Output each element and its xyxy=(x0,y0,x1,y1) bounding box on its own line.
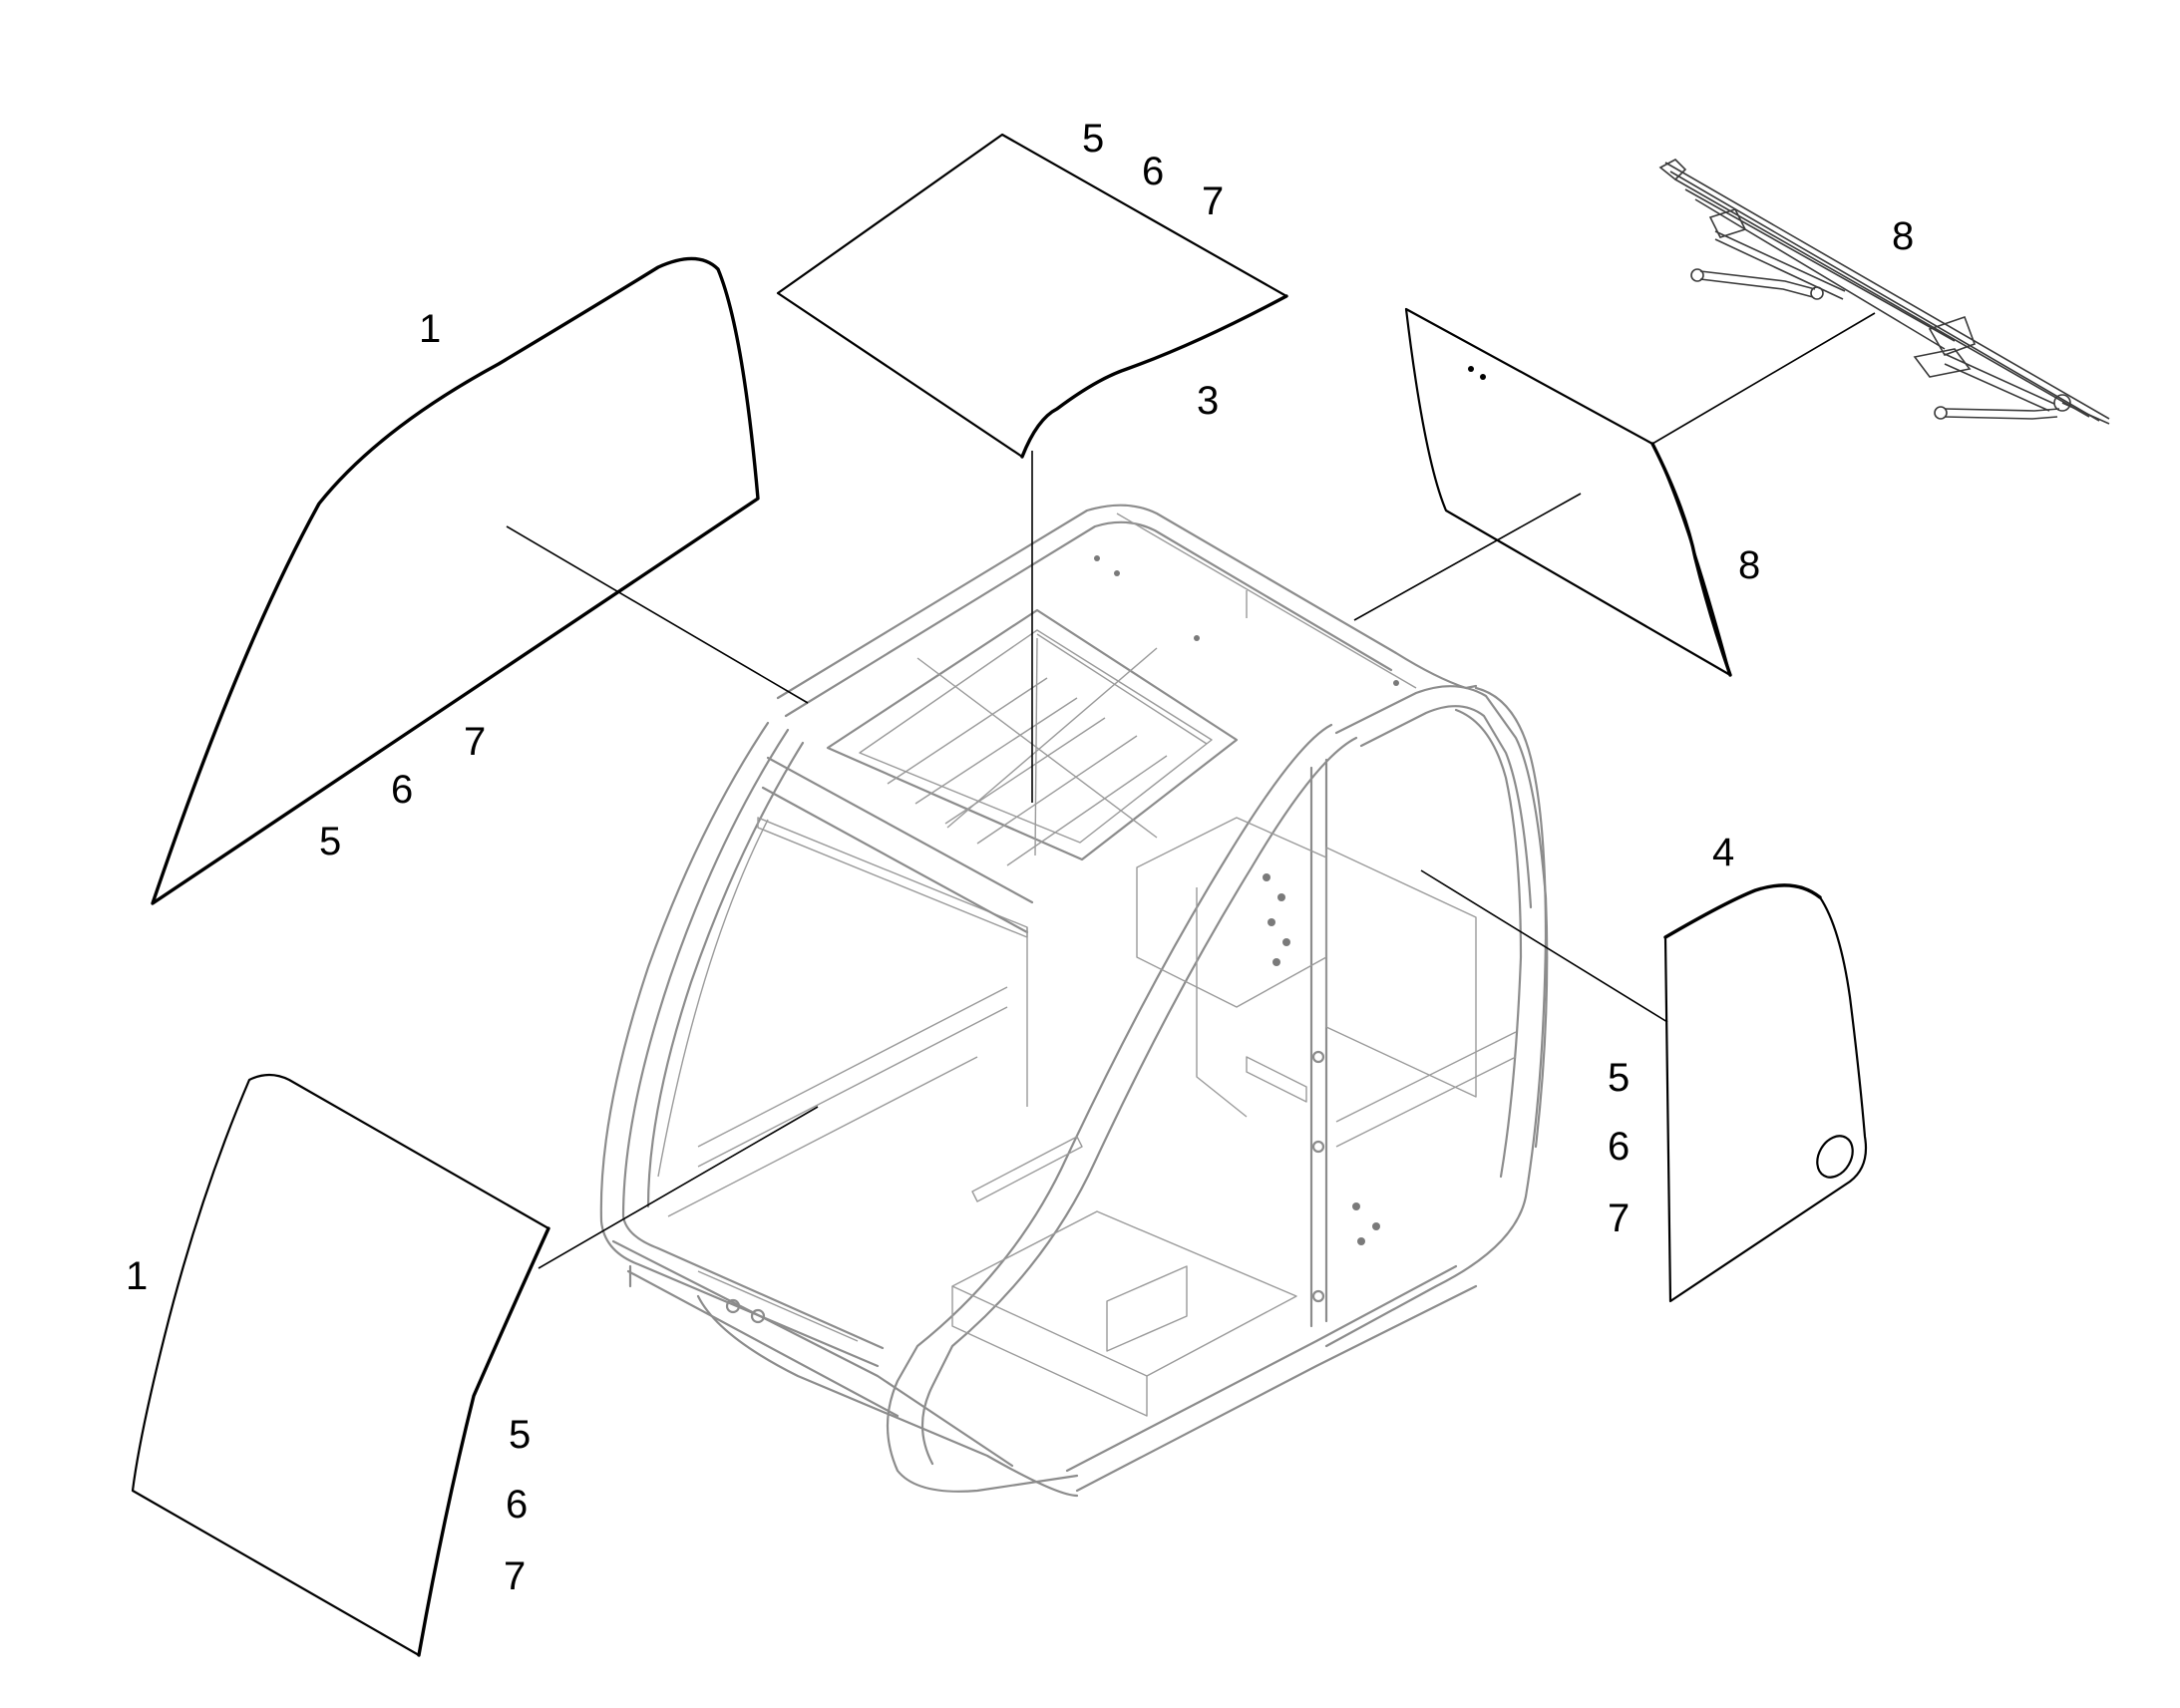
part-4-right-side-glass xyxy=(1663,883,1868,1303)
callout-part-1-sub-7: 7 xyxy=(504,1554,526,1598)
part-2-left-side-glass xyxy=(151,256,760,905)
leader-line-part-4 xyxy=(1420,869,1668,1023)
callout-part-4-sub-6: 6 xyxy=(1608,1125,1630,1169)
cab-frame xyxy=(599,504,1549,1498)
part-1-front-glass xyxy=(131,1073,550,1657)
leader-line-part-2 xyxy=(506,525,809,704)
leader-line-part-8-hinge xyxy=(1651,312,1876,445)
callout-labels: 1 7 6 5 5 6 7 3 8 8 4 5 6 7 1 5 6 7 xyxy=(126,117,1914,1598)
leader-line-part-8-glass xyxy=(1353,493,1582,621)
part-8-hinge-kit xyxy=(1658,159,2110,425)
callout-part-1-sub-5: 5 xyxy=(509,1413,531,1457)
part-3-roof-glass xyxy=(776,133,1288,459)
callout-part-2-sub-5: 5 xyxy=(319,820,341,863)
callout-part-4-sub-7: 7 xyxy=(1608,1196,1630,1240)
callout-part-8-hinge: 8 xyxy=(1892,214,1914,258)
callout-part-2-sub-7: 7 xyxy=(464,720,486,764)
callout-part-4: 4 xyxy=(1712,831,1734,874)
callout-part-2-sub-6: 6 xyxy=(391,768,413,812)
callout-part-4-sub-5: 5 xyxy=(1608,1056,1630,1100)
callout-part-2: 1 xyxy=(419,307,441,351)
callout-part-3: 3 xyxy=(1197,379,1219,423)
callout-part-3-sub-7: 7 xyxy=(1202,179,1224,223)
roof-grate xyxy=(826,608,1239,866)
leader-line-part-1 xyxy=(538,1106,819,1269)
callout-part-1: 1 xyxy=(126,1254,148,1298)
callout-part-1-sub-6: 6 xyxy=(506,1483,528,1527)
callout-part-3-sub-5: 5 xyxy=(1082,117,1104,161)
part-8-rear-glass xyxy=(1404,307,1732,677)
callout-part-8-glass: 8 xyxy=(1738,543,1760,587)
callout-part-3-sub-6: 6 xyxy=(1142,150,1164,193)
